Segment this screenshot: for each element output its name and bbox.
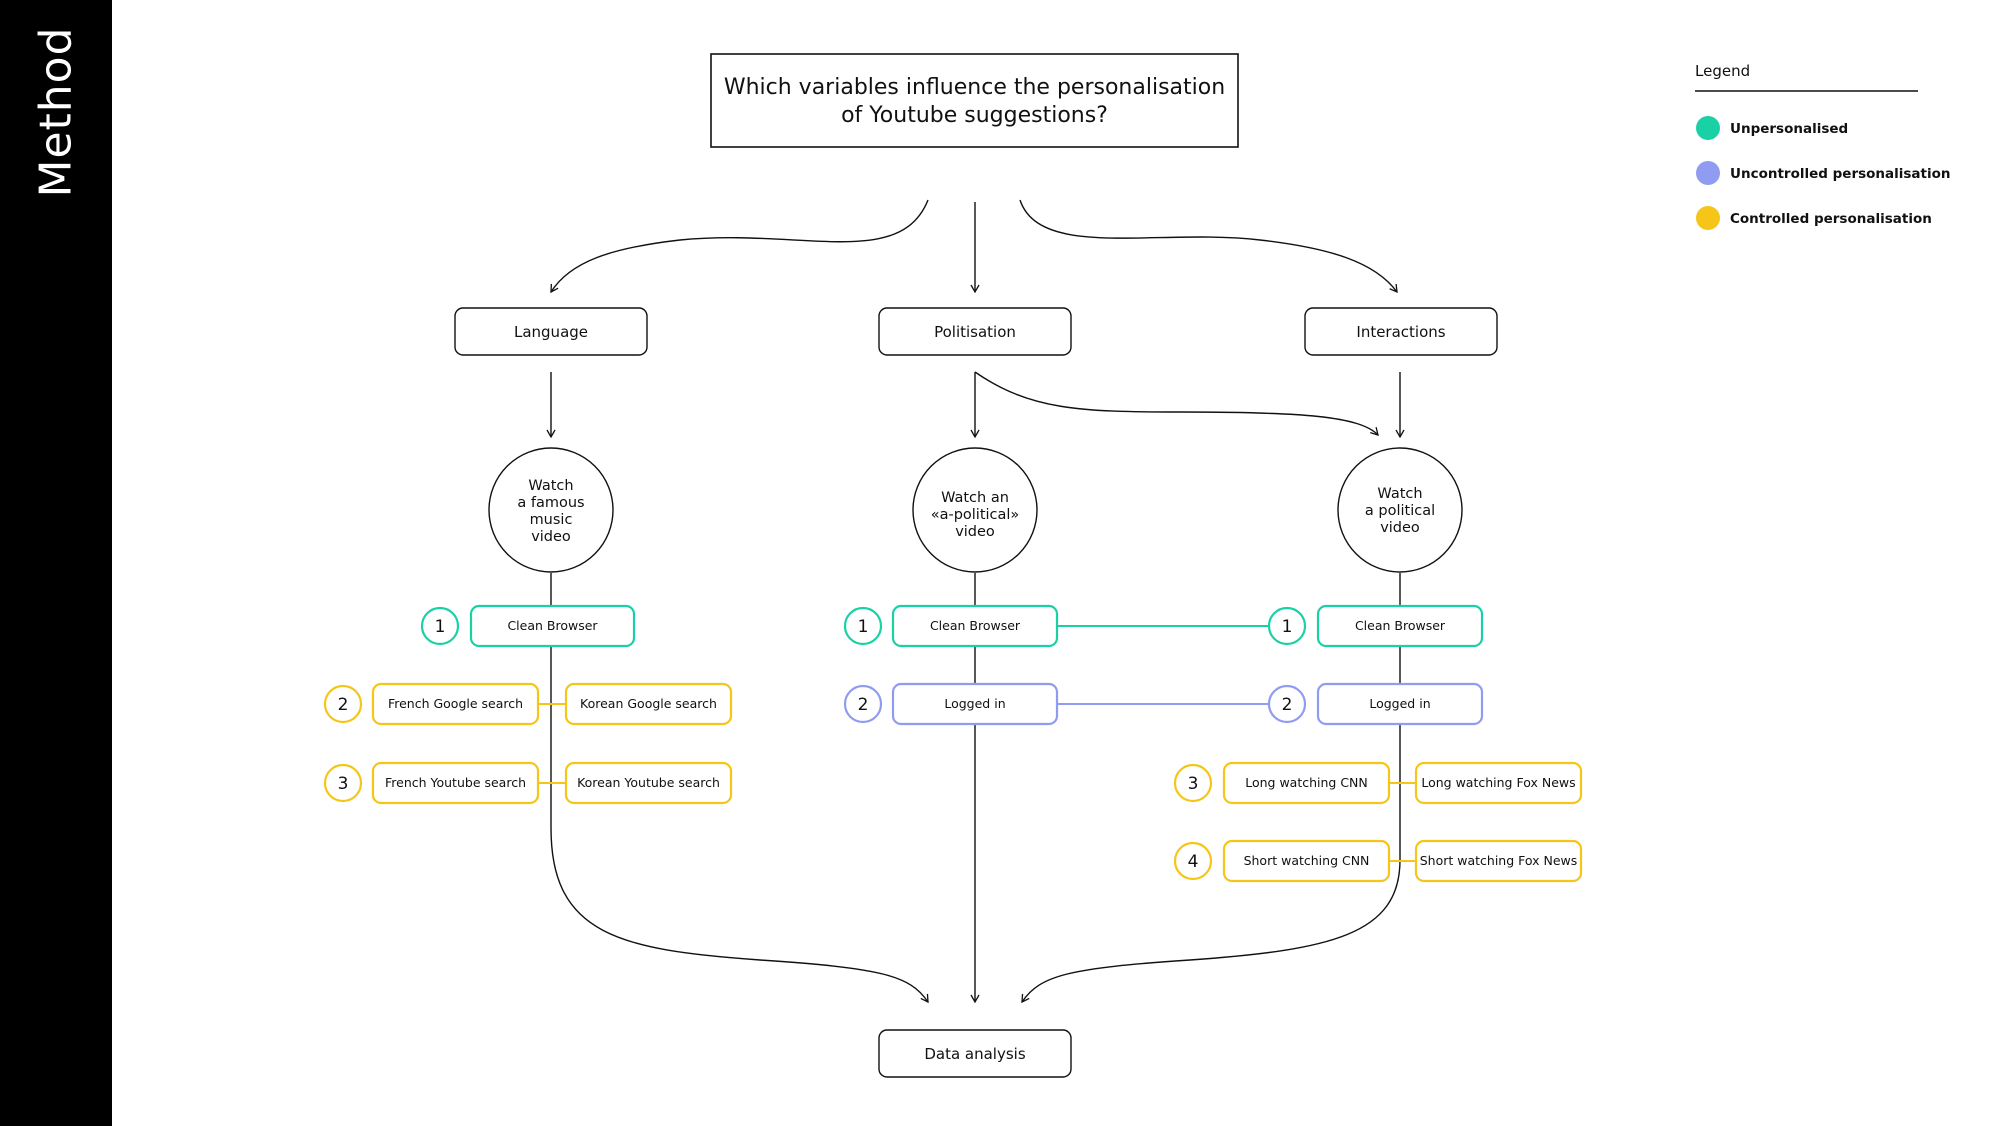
category-interactions-label: Interactions (1356, 323, 1445, 341)
data-analysis-label: Data analysis (924, 1045, 1026, 1063)
data-analysis-box: Data analysis (878, 1029, 1072, 1078)
experiment-music-line-3: music (530, 512, 573, 528)
legend-label-uncontrolled: Uncontrolled personalisation (1730, 166, 1951, 182)
experiment-political-line-2: a political (1365, 503, 1435, 519)
category-language-label: Language (514, 323, 588, 341)
legend: Legend Unpersonalised Uncontrolled perso… (1695, 62, 1951, 230)
step-number: 4 (1188, 852, 1199, 872)
interactions-clean-browser: Clean Browser (1355, 618, 1446, 633)
experiment-apolitical-line-3: video (955, 524, 995, 540)
french-google-search: French Google search (388, 696, 523, 711)
experiment-music-line-1: Watch (528, 478, 573, 494)
short-watching-cnn: Short watching CNN (1244, 853, 1370, 868)
language-step-1: 1 Clean Browser (420, 604, 636, 648)
step-number: 1 (435, 617, 446, 637)
politisation-logged-in: Logged in (944, 696, 1005, 711)
experiment-political-video: Watch a political video (1337, 447, 1463, 573)
language-step-3: 3 French Youtube search Korean Youtube s… (323, 761, 733, 805)
legend-title: Legend (1695, 62, 1750, 80)
experiment-music-line-2: a famous (517, 495, 584, 511)
question-line-2: of Youtube suggestions? (841, 103, 1108, 128)
experiment-apolitical-line-1: Watch an (941, 490, 1009, 506)
step-number: 1 (1282, 617, 1293, 637)
experiment-music-line-4: video (531, 529, 571, 545)
politisation-step-2: 2 Logged in (843, 682, 1059, 726)
korean-youtube-search: Korean Youtube search (577, 775, 720, 790)
legend-swatch-uncontrolled (1696, 161, 1720, 185)
category-politisation: Politisation (878, 307, 1072, 356)
french-youtube-search: French Youtube search (385, 775, 526, 790)
interactions-step-2: 2 Logged in (1267, 682, 1484, 726)
experiment-apolitical-line-2: «a-political» (931, 507, 1020, 523)
arrow-to-interactions (1019, 199, 1398, 294)
language-step-2: 2 French Google search Korean Google sea… (323, 682, 733, 726)
politisation-step-1: 1 Clean Browser (843, 604, 1059, 648)
politisation-clean-browser: Clean Browser (930, 618, 1021, 633)
step-number: 2 (1282, 695, 1293, 715)
category-language: Language (454, 307, 648, 356)
question-line-1: Which variables influence the personalis… (724, 75, 1225, 100)
question-box: Which variables influence the personalis… (710, 53, 1239, 148)
interactions-step-4: 4 Short watching CNN Short watching Fox … (1173, 839, 1583, 883)
experiment-political-line-1: Watch (1377, 486, 1422, 502)
language-clean-browser: Clean Browser (507, 618, 598, 633)
step-number: 3 (338, 774, 349, 794)
category-politisation-label: Politisation (934, 323, 1016, 341)
line-interactions-to-analysis (1022, 646, 1401, 1002)
arrow-politisation-to-political (974, 371, 1379, 436)
short-watching-fox-news: Short watching Fox News (1420, 853, 1578, 868)
experiment-music-video: Watch a famous music video (488, 447, 614, 573)
long-watching-fox-news: Long watching Fox News (1421, 775, 1575, 790)
legend-swatch-controlled (1696, 206, 1720, 230)
legend-label-unpersonalised: Unpersonalised (1730, 121, 1848, 137)
arrow-to-language (550, 199, 929, 294)
experiment-political-line-3: video (1380, 520, 1420, 536)
interactions-logged-in: Logged in (1369, 696, 1430, 711)
legend-label-controlled: Controlled personalisation (1730, 211, 1932, 227)
interactions-step-3: 3 Long watching CNN Long watching Fox Ne… (1173, 761, 1583, 805)
long-watching-cnn: Long watching CNN (1245, 775, 1368, 790)
step-number: 3 (1188, 774, 1199, 794)
interactions-step-1: 1 Clean Browser (1267, 604, 1484, 648)
korean-google-search: Korean Google search (580, 696, 717, 711)
legend-swatch-unpersonalised (1696, 116, 1720, 140)
step-number: 1 (858, 617, 869, 637)
sidebar: Method (0, 0, 112, 1126)
category-interactions: Interactions (1304, 307, 1498, 356)
step-number: 2 (338, 695, 349, 715)
line-language-to-analysis (550, 646, 929, 1004)
step-number: 2 (858, 695, 869, 715)
experiment-apolitical-video: Watch an «a-political» video (912, 447, 1038, 573)
